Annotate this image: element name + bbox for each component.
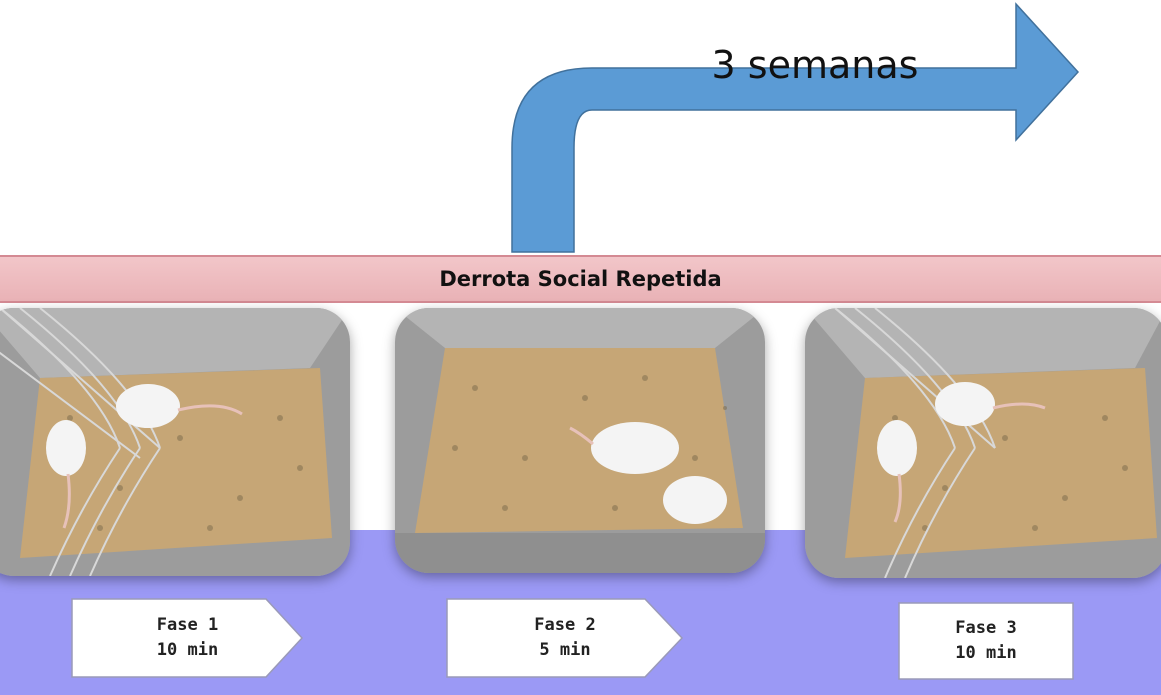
phase-3-duration: 10 min	[955, 643, 1017, 663]
phase-2-label: Fase 2 5 min	[445, 597, 685, 679]
phase-1-duration: 10 min	[156, 640, 219, 660]
bent-arrow-icon	[511, 2, 1080, 253]
phase-1-name: Fase 1	[156, 615, 219, 635]
banner-title: Derrota Social Repetida	[439, 267, 722, 291]
title-banner: Derrota Social Repetida	[0, 255, 1161, 303]
cage-photo-phase-3	[805, 308, 1161, 578]
phase-2-duration: 5 min	[539, 640, 591, 660]
phase-1-label: Fase 1 10 min	[70, 597, 305, 679]
cage-photo-phase-2	[395, 308, 765, 573]
phase-3-label: Fase 3 10 min	[898, 602, 1074, 680]
phase-3-name: Fase 3	[955, 618, 1017, 638]
phase-2-name: Fase 2	[534, 615, 596, 635]
cage-photo-phase-1	[0, 308, 350, 576]
arrow-label: 3 semanas	[711, 43, 919, 87]
